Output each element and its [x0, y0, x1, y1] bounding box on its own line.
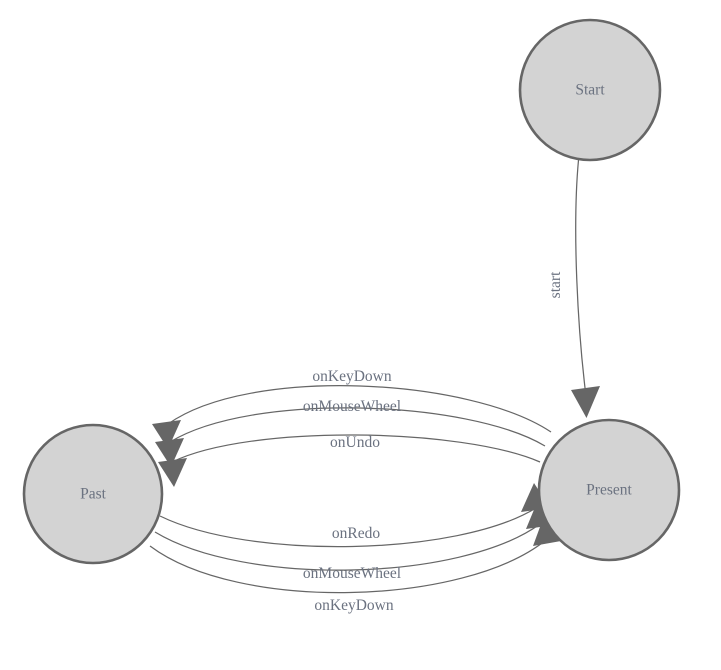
- edge-start-label: start: [547, 271, 564, 298]
- edge-onmousewheel-to-past-arrowhead: [155, 438, 184, 467]
- edge-onmousewheel-to-present-path: [154, 523, 541, 571]
- edge-onundo-to-past-path: [171, 434, 541, 463]
- edge-onundo-to-past-label: onUndo: [330, 434, 380, 451]
- node-past[interactable]: Past: [22, 423, 164, 565]
- edge-onkeydown-to-past-arrowhead: [152, 420, 181, 449]
- edge-start-arrowhead: [571, 386, 600, 418]
- edge-onkeydown-to-past-label: onKeyDown: [312, 368, 391, 385]
- edge-start[interactable]: start: [547, 159, 600, 418]
- node-start-label: Start: [575, 82, 605, 99]
- edge-onkeydown-to-present[interactable]: onKeyDown: [149, 516, 561, 614]
- node-past-circle: [22, 423, 164, 565]
- edge-onmousewheel-to-past-label: onMouseWheel: [303, 398, 401, 415]
- node-present-label: Present: [586, 482, 632, 499]
- edge-onundo-to-past-arrowhead: [158, 458, 187, 487]
- edge-onkeydown-to-present-path: [149, 539, 547, 594]
- edge-onmousewheel-to-past-path: [169, 407, 546, 447]
- edge-onkeydown-to-past-path: [167, 385, 552, 433]
- edge-onkeydown-to-past[interactable]: onKeyDown: [152, 368, 552, 449]
- edge-start-path: [575, 159, 587, 393]
- node-past-label: Past: [80, 486, 107, 503]
- node-start-circle: [518, 18, 662, 162]
- edge-onkeydown-to-present-arrowhead: [533, 516, 561, 546]
- edge-onmousewheel-to-present-label: onMouseWheel: [303, 565, 401, 582]
- edge-onundo-to-past[interactable]: onUndo: [158, 434, 541, 487]
- edge-onredo-to-present-path: [159, 507, 537, 548]
- edge-onredo-to-present-label: onRedo: [332, 525, 380, 542]
- edge-onkeydown-to-present-label: onKeyDown: [314, 597, 393, 614]
- node-start[interactable]: Start: [518, 18, 662, 162]
- edge-onmousewheel-to-past[interactable]: onMouseWheel: [155, 398, 546, 467]
- edge-onredo-to-present[interactable]: onRedo: [159, 483, 550, 548]
- node-present[interactable]: Present: [537, 418, 681, 562]
- node-present-circle: [537, 418, 681, 562]
